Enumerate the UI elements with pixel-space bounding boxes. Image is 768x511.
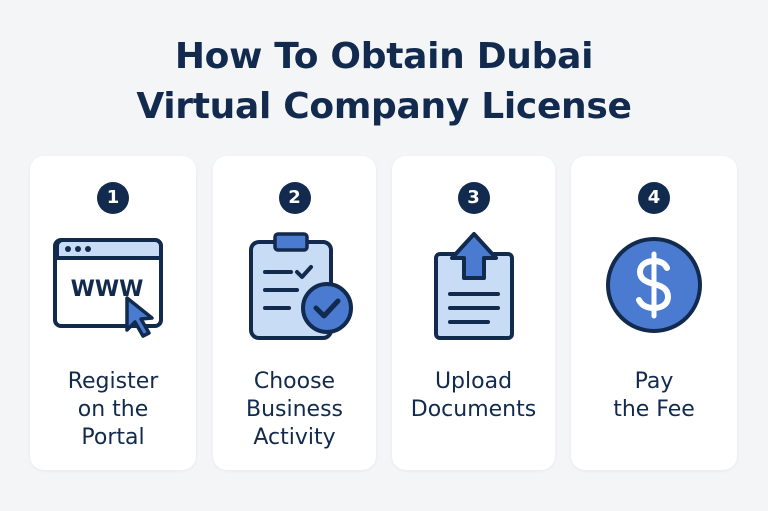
step-number-badge: 3 [457,182,490,214]
document-upload-icon [433,232,514,340]
clipboard-check-icon [248,232,353,340]
step-label: Register on the Portal [67,369,159,450]
title-line-1: How To Obtain Dubai [174,36,594,77]
step-number-badge: 4 [638,182,670,214]
browser-www-icon: WWW [53,238,163,338]
step-number-badge: 2 [278,182,311,214]
svg-text:WWW: WWW [71,277,144,302]
step-label: Upload Documents [410,369,537,422]
step-card-register: 1 WWW Register on the Portal [30,156,196,470]
step-card-pay-fee: 4 Pay the Fee [571,156,737,470]
step-card-upload-documents: 3 Upload Documents [392,156,555,470]
title-line-2: Virtual Company License [136,86,632,127]
step-card-choose-activity: 2 Choose Business Activity [213,156,376,470]
step-label: Pay the Fee [613,369,695,422]
page-title: How To Obtain Dubai Virtual Company Lice… [0,32,768,132]
step-label: Choose Business Activity [245,369,343,450]
dollar-coin-icon [606,237,702,333]
step-number-badge: 1 [97,182,129,214]
